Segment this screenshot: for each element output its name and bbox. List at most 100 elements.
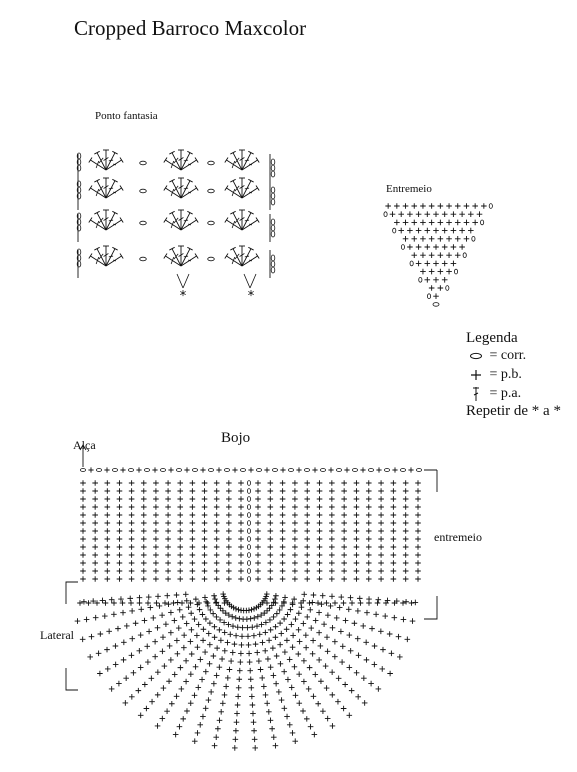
sc-stitch bbox=[191, 738, 198, 745]
sc-stitch bbox=[202, 705, 209, 712]
chain-stitch bbox=[191, 468, 198, 472]
sc-stitch bbox=[99, 597, 106, 604]
legend-item-corr: = corr. bbox=[466, 348, 526, 364]
sc-stitch bbox=[349, 600, 355, 606]
sc-stitch bbox=[165, 512, 171, 518]
sc-stitch bbox=[220, 700, 226, 707]
sc-stitch bbox=[153, 568, 159, 574]
sc-stitch bbox=[152, 653, 158, 660]
sc-stitch bbox=[176, 723, 183, 730]
sc-stitch bbox=[415, 504, 421, 510]
sc-stitch bbox=[322, 663, 329, 669]
sc-stitch bbox=[88, 467, 94, 473]
chain-stitch bbox=[270, 218, 276, 226]
sc-stitch bbox=[267, 552, 274, 558]
sc-stitch bbox=[420, 236, 426, 242]
sc-stitch bbox=[363, 657, 370, 663]
sc-stitch bbox=[200, 713, 206, 720]
sc-stitch bbox=[353, 528, 360, 534]
chain-oval-icon bbox=[466, 348, 486, 364]
sc-stitch bbox=[279, 512, 286, 518]
sc-stitch bbox=[102, 613, 108, 619]
sc-stitch bbox=[339, 643, 346, 650]
sc-stitch bbox=[255, 520, 261, 526]
sc-stitch bbox=[235, 685, 242, 691]
sc-stitch bbox=[378, 576, 384, 582]
sc-stitch bbox=[192, 664, 199, 670]
sc-stitch bbox=[255, 552, 261, 558]
sc-stitch bbox=[169, 700, 175, 707]
sc-stitch bbox=[454, 236, 461, 242]
sc-stitch bbox=[121, 639, 127, 646]
sc-stitch bbox=[378, 560, 384, 566]
repeat-marker: * bbox=[248, 289, 255, 304]
sc-stitch bbox=[354, 635, 361, 642]
sc-stitch bbox=[104, 544, 111, 550]
sc-stitch bbox=[353, 552, 360, 558]
sc-stitch bbox=[454, 203, 461, 209]
dc-stitch bbox=[90, 255, 107, 267]
sc-stitch bbox=[245, 633, 251, 640]
sc-stitch bbox=[264, 467, 270, 473]
sc-stitch bbox=[199, 611, 206, 618]
sc-stitch bbox=[329, 692, 336, 698]
sc-stitch bbox=[92, 480, 98, 486]
sc-stitch bbox=[389, 211, 396, 217]
sc-stitch bbox=[378, 488, 384, 494]
chain-stitch bbox=[139, 160, 147, 166]
sc-stitch bbox=[128, 568, 135, 574]
sc-stitch bbox=[317, 643, 324, 649]
legend-repeat-note: Repetir de * a * bbox=[466, 403, 561, 419]
sc-stitch bbox=[289, 600, 296, 606]
sc-stitch bbox=[234, 702, 241, 708]
sc-stitch bbox=[97, 631, 104, 637]
sc-stitch bbox=[335, 675, 342, 682]
sc-stitch bbox=[232, 736, 239, 743]
sc-stitch bbox=[279, 568, 286, 574]
sc-stitch bbox=[165, 576, 171, 582]
sc-stitch bbox=[424, 277, 431, 283]
sc-stitch bbox=[327, 603, 334, 609]
sc-stitch bbox=[213, 600, 219, 606]
sc-stitch bbox=[402, 512, 409, 518]
sc-stitch bbox=[279, 552, 286, 558]
sc-stitch bbox=[424, 227, 431, 234]
sc-stitch bbox=[378, 552, 384, 558]
sc-stitch bbox=[312, 617, 319, 624]
sc-stitch bbox=[180, 716, 187, 722]
sc-stitch bbox=[201, 520, 208, 526]
sc-stitch bbox=[292, 544, 298, 550]
sc-stitch bbox=[264, 700, 270, 707]
sc-stitch bbox=[267, 627, 274, 633]
sc-stitch bbox=[177, 520, 184, 526]
sc-stitch bbox=[263, 619, 269, 626]
sc-stitch bbox=[300, 620, 307, 627]
chain-stitch bbox=[207, 256, 215, 262]
sc-stitch bbox=[265, 656, 271, 662]
chain-stitch bbox=[270, 170, 276, 178]
sc-stitch bbox=[153, 512, 159, 518]
sc-stitch bbox=[177, 504, 184, 510]
sc-stitch bbox=[164, 592, 171, 599]
sc-stitch bbox=[238, 504, 244, 510]
sc-stitch bbox=[171, 671, 178, 678]
sc-stitch bbox=[147, 604, 154, 611]
sc-stitch bbox=[375, 686, 382, 692]
ponto-fantasia-label: Ponto fantasia bbox=[95, 110, 158, 122]
sc-stitch bbox=[195, 684, 202, 691]
sc-stitch bbox=[213, 568, 220, 574]
sc-stitch bbox=[304, 480, 311, 486]
sc-stitch bbox=[382, 613, 388, 619]
sc-stitch bbox=[122, 700, 129, 706]
chain-stitch bbox=[246, 496, 251, 502]
sc-stitch bbox=[92, 504, 98, 510]
sc-stitch bbox=[168, 467, 174, 473]
chain-stitch bbox=[415, 468, 422, 472]
sc-stitch bbox=[329, 520, 335, 526]
sc-stitch bbox=[201, 504, 208, 510]
chain-stitch bbox=[454, 268, 459, 275]
sc-stitch bbox=[194, 730, 201, 736]
sc-stitch bbox=[407, 244, 413, 250]
sc-stitch bbox=[202, 594, 208, 601]
sc-stitch bbox=[463, 203, 470, 209]
